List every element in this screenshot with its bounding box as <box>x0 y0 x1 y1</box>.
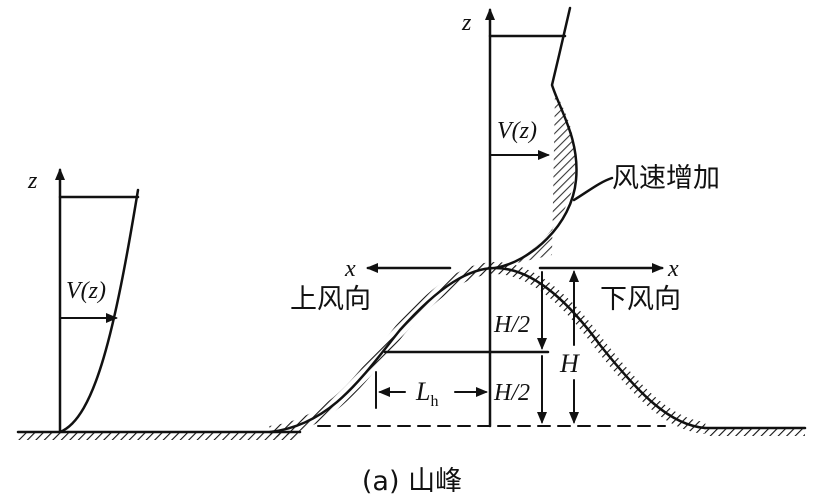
peak-velocity-label: V(z) <box>497 118 537 144</box>
upwind-x-label: x <box>344 256 356 282</box>
half-height-lower-label: H/2 <box>493 380 530 406</box>
peak-z-label: z <box>461 10 472 36</box>
speedup-label: 风速增加 <box>612 163 720 194</box>
upwind-label: 上风向 <box>290 284 371 315</box>
height-label: H <box>559 349 580 378</box>
left-velocity-profile <box>55 168 140 434</box>
half-length-label: Lh <box>415 377 438 410</box>
half-height-upper-label: H/2 <box>493 312 530 338</box>
ground <box>16 425 807 440</box>
dimensions <box>375 267 586 424</box>
downwind-label: 下风向 <box>600 284 681 315</box>
left-velocity-label: V(z) <box>66 278 106 304</box>
peak-velocity-profile <box>485 6 614 428</box>
left-z-label: z <box>27 168 38 194</box>
figure-caption: (a) 山峰 <box>362 466 462 497</box>
downwind-x-label: x <box>667 256 679 282</box>
